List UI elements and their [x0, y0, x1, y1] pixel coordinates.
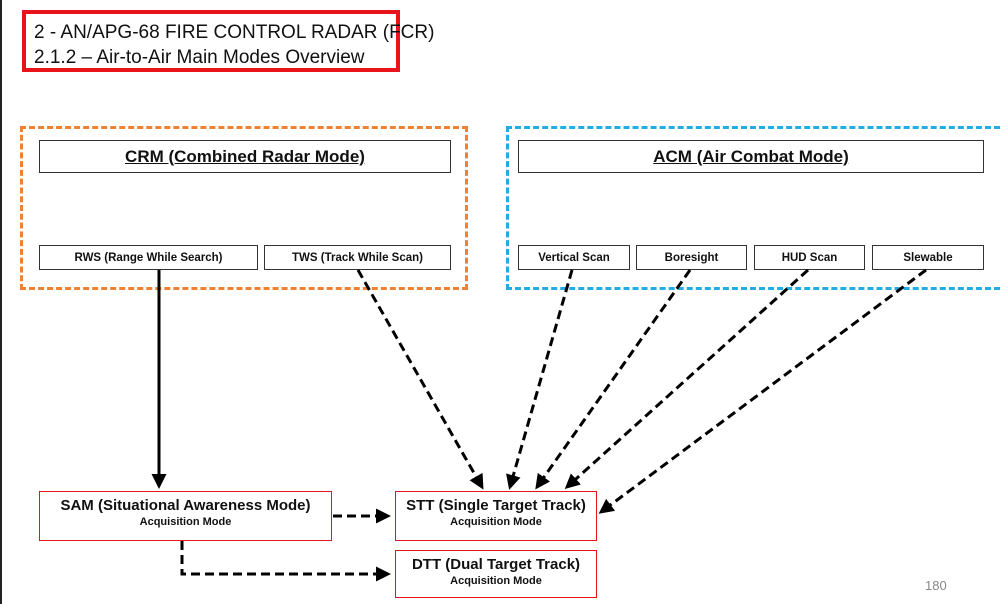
hud-scan-mode: HUD Scan: [754, 245, 865, 270]
section-title: 2.1.2 – Air-to-Air Main Modes Overview: [34, 47, 365, 68]
page-number: 180: [925, 578, 947, 593]
dtt-box: DTT (Dual Target Track) Acquisition Mode: [395, 550, 597, 598]
title-box: 2 - AN/APG-68 FIRE CONTROL RADAR (FCR) 2…: [22, 10, 435, 72]
chapter-title: 2 - AN/APG-68 FIRE CONTROL RADAR (FCR): [34, 22, 435, 43]
slewable-mode: Slewable: [872, 245, 984, 270]
sam-title: SAM (Situational Awareness Mode): [60, 497, 311, 514]
vertical-scan-to-stt-arrow: [506, 269, 574, 490]
sam-to-dtt-arrow: [180, 541, 391, 582]
acm-header: ACM (Air Combat Mode): [518, 140, 984, 173]
stt-title: STT (Single Target Track): [406, 497, 586, 514]
dtt-subtitle: Acquisition Mode: [450, 575, 542, 587]
stt-subtitle: Acquisition Mode: [450, 516, 542, 528]
stt-box: STT (Single Target Track) Acquisition Mo…: [395, 491, 597, 541]
rws-mode: RWS (Range While Search): [39, 245, 258, 270]
boresight-to-stt-arrow: [535, 269, 692, 490]
vertical-scan-mode: Vertical Scan: [518, 245, 630, 270]
tws-to-stt-arrow: [356, 269, 484, 490]
crm-header: CRM (Combined Radar Mode): [39, 140, 451, 173]
sam-subtitle: Acquisition Mode: [139, 516, 232, 528]
acm-group: [506, 126, 1000, 290]
tws-mode: TWS (Track While Scan): [264, 245, 451, 270]
slewable-to-stt-arrow: [598, 268, 927, 514]
hud-scan-to-stt-arrow: [564, 268, 810, 490]
dtt-title: DTT (Dual Target Track): [411, 556, 581, 573]
boresight-mode: Boresight: [636, 245, 747, 270]
crm-group: [20, 126, 468, 290]
sam-box: SAM (Situational Awareness Mode) Acquisi…: [39, 491, 332, 541]
